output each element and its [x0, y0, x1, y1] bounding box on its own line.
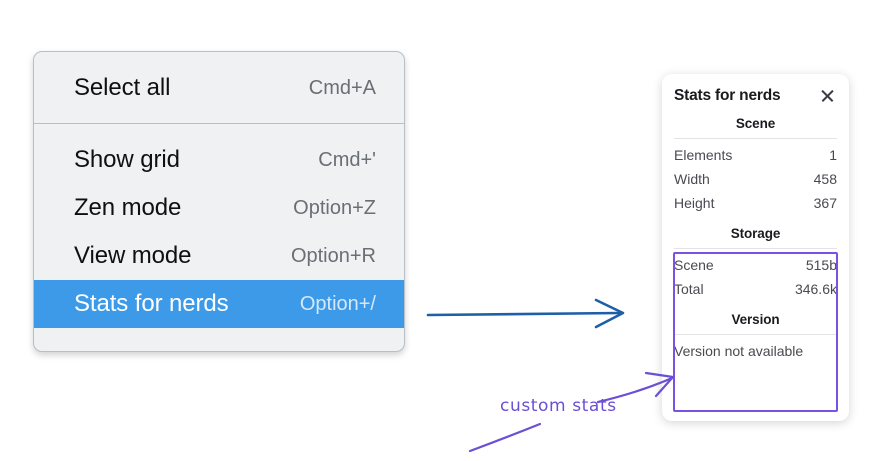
stat-row: Height 367 [674, 191, 837, 215]
menu-item-view-mode[interactable]: View mode Option+R [34, 232, 404, 280]
section-heading-storage: Storage [730, 226, 781, 241]
menu-item-label: Show grid [74, 146, 180, 173]
custom-stats-annotation-label: custom stats [500, 396, 617, 416]
menu-item-label: View mode [74, 242, 192, 269]
section-rule [674, 138, 837, 139]
section-heading-scene: Scene [735, 116, 776, 131]
stat-key: Total [674, 280, 704, 297]
section-rule [674, 248, 837, 249]
menu-item-stats-for-nerds[interactable]: Stats for nerds Option+/ [34, 280, 404, 328]
stat-value: 367 [813, 194, 837, 211]
context-menu[interactable]: Select all Cmd+A Show grid Cmd+' Zen mod… [33, 51, 405, 352]
panel-title: Stats for nerds [674, 87, 781, 104]
menu-item-zen-mode[interactable]: Zen mode Option+Z [34, 184, 404, 232]
menu-item-label: Zen mode [74, 194, 182, 221]
stat-row: Elements 1 [674, 143, 837, 167]
stat-row: Total 346.6k [674, 277, 837, 301]
stat-key: Elements [674, 146, 733, 163]
stat-value: 458 [813, 170, 837, 187]
section-rule [674, 334, 837, 335]
menu-section-bottom: Show grid Cmd+' Zen mode Option+Z View m… [34, 124, 404, 339]
menu-section-top: Select all Cmd+A [34, 52, 404, 123]
arrow-right-icon [426, 298, 625, 329]
menu-item-shortcut: Option+/ [299, 292, 376, 315]
menu-item-shortcut: Option+R [290, 244, 376, 267]
menu-item-shortcut: Option+Z [293, 196, 376, 219]
menu-item-label: Select all [74, 74, 171, 101]
stat-row: Width 458 [674, 167, 837, 191]
annotation-tail-stroke [468, 422, 542, 453]
menu-item-shortcut: Cmd+' [318, 148, 376, 171]
panel-header: Stats for nerds [662, 74, 849, 105]
stats-body: Scene Elements 1 Width 458 Height 367 St… [662, 105, 849, 363]
stat-key: Width [674, 170, 710, 187]
menu-separator [34, 123, 404, 124]
menu-item-show-grid[interactable]: Show grid Cmd+' [34, 136, 404, 184]
menu-item-shortcut: Cmd+A [308, 76, 376, 99]
stat-key: Height [674, 194, 715, 211]
version-note: Version not available [674, 343, 804, 359]
stat-value: 346.6k [794, 280, 837, 297]
stat-row: Scene 515b [674, 253, 837, 277]
stats-for-nerds-panel[interactable]: Stats for nerds Scene Elements 1 Width 4… [662, 74, 849, 421]
stat-value: 1 [829, 146, 837, 163]
menu-item-select-all[interactable]: Select all Cmd+A [34, 64, 404, 112]
close-icon[interactable] [820, 88, 836, 104]
menu-item-label: Stats for nerds [74, 290, 229, 317]
stat-value: 515b [805, 256, 837, 273]
section-heading-version: Version [731, 312, 780, 327]
stat-key: Scene [674, 256, 714, 273]
